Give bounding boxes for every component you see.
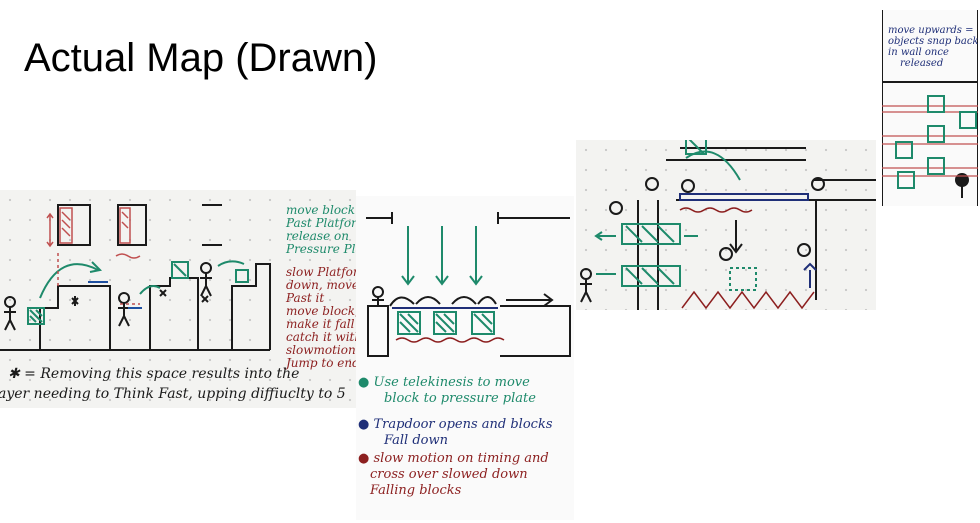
bullet-3-text-1: slow motion on timing and (373, 451, 549, 466)
side-note-red-3: Past it (286, 291, 325, 305)
bullet-2-line-1: ● Trapdoor opens and blocks (358, 417, 553, 432)
side-note-red-2: down, move (286, 278, 356, 292)
side-note-green-4: Pressure Plate (286, 242, 356, 256)
bullet-1-line-1: ● Use telekinesis to move (358, 375, 530, 390)
bullet-2-line-2: Fall down (384, 433, 448, 448)
bullet-3-line-3: Falling blocks (370, 483, 462, 498)
slide-title: Actual Map (Drawn) (24, 36, 378, 80)
side-note-red-5: make it fall (286, 317, 355, 331)
tower-note-line-3: in wall once (888, 47, 949, 58)
tower-note-line-2: objects snap back (888, 36, 978, 47)
side-note-red-1: slow Platform (286, 265, 356, 279)
bullet-1-line-2: block to pressure plate (384, 391, 536, 406)
sketch-map-3 (576, 140, 876, 310)
side-note-red-8: Jump to end (286, 356, 356, 370)
tower-note-line-4: released (900, 58, 944, 69)
bullet-3-line-2: cross over slowed down (370, 467, 528, 482)
side-note-red-7: slowmotion, (286, 343, 356, 357)
side-note-red-4: move block, (286, 304, 356, 318)
side-note-red-6: catch it with (286, 330, 356, 344)
sketch-map-1: move block Past Platform release on Pres… (0, 190, 356, 408)
sketch-map-2-drawing (366, 212, 571, 357)
footnote-line-2: ayer needing to Think Fast, upping diffi… (0, 386, 346, 402)
side-note-green-3: release on (286, 229, 349, 243)
sketch-map-4: move upwards = objects snap back in wall… (882, 10, 978, 206)
bullet-1-text-1: Use telekinesis to move (373, 375, 530, 390)
side-note-green-1: move block (286, 203, 356, 217)
bullet-2-text-1: Trapdoor opens and blocks (373, 417, 553, 432)
sketch-map-1-drawing (0, 204, 271, 351)
side-note-green-2: Past Platform (286, 216, 356, 230)
bullet-3-line-1: ● slow motion on timing and (358, 451, 549, 466)
sketch-map-4-drawing (882, 10, 978, 206)
footnote-line-1: ✱ = Removing this space results into the (8, 366, 300, 382)
tower-note-line-1: move upwards = (888, 25, 974, 36)
sketch-map-3-drawing (580, 140, 876, 310)
sketch-map-2: ● Use telekinesis to move block to press… (356, 196, 574, 520)
